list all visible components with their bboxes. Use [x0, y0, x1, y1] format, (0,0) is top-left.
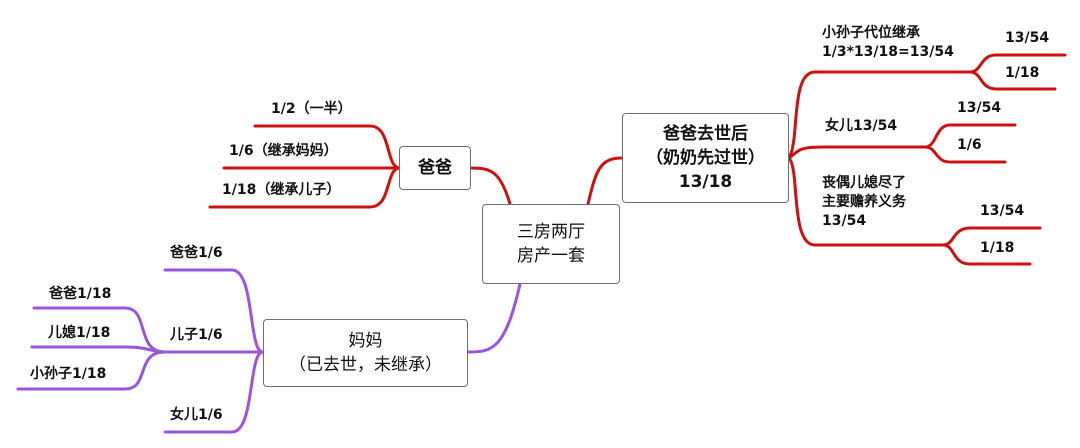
son-leaf-2: 儿媳1/18	[48, 325, 111, 341]
edge-grandson-leaf-2	[968, 70, 1057, 91]
edge-mom-father	[163, 268, 265, 354]
after-line-2: （奶奶先过世）	[646, 148, 765, 168]
grandson-label: 小孙子代位继承 1/3*13/18=13/54	[822, 24, 954, 62]
mom-node: 妈妈 （已去世，未继承）	[263, 319, 468, 387]
dad-leaf-2: 1/6（继承妈妈）	[229, 143, 338, 159]
dad-leaf-1: 1/2（一半）	[271, 101, 352, 117]
dil-line-1: 丧偶儿媳尽了	[822, 175, 906, 191]
after-line-3: 13/18	[678, 172, 733, 192]
dil-leaf-2: 1/18	[980, 240, 1015, 256]
grandson-line-1: 小孙子代位继承	[822, 25, 920, 41]
mom-branch-daughter: 女儿1/6	[170, 407, 223, 423]
edge-dad-leaf-3	[208, 166, 402, 209]
after-line-1: 爸爸去世后	[663, 124, 748, 144]
daughter-leaf-2: 1/6	[957, 137, 982, 153]
daughter-label: 女儿13/54	[825, 118, 898, 134]
son-leaf-1: 爸爸1/18	[49, 286, 112, 302]
edge-son-leaf-2	[30, 345, 167, 354]
mom-line-2: （已去世，未继承）	[289, 355, 442, 375]
edge-after-dil	[787, 156, 945, 247]
daughter-leaf-1: 13/54	[957, 100, 1002, 116]
edge-dil-leaf-2	[941, 243, 1032, 266]
dad-leaf-3: 1/18（继承儿子）	[222, 182, 341, 198]
mom-branch-father: 爸爸1/6	[170, 245, 223, 261]
dad-node: 爸爸	[399, 146, 471, 190]
mom-branch-son: 儿子1/6	[170, 327, 223, 343]
grandson-line-2: 1/3*13/18=13/54	[822, 44, 954, 60]
edge-daughter-leaf-2	[923, 145, 1007, 164]
center-line-2: 房产一套	[517, 246, 585, 266]
edge-center-mom	[466, 282, 522, 354]
dad-title: 爸爸	[418, 158, 452, 178]
edge-center-after	[586, 156, 624, 206]
edge-son-leaf-3	[16, 350, 167, 391]
edge-after-grandson	[787, 70, 972, 160]
center-node: 三房两厅 房产一套	[482, 204, 620, 284]
edge-center-dad	[469, 166, 512, 206]
mom-line-1: 妈妈	[348, 331, 383, 351]
dil-line-3: 13/54	[822, 213, 867, 229]
center-line-1: 三房两厅	[517, 222, 585, 242]
dil-label: 丧偶儿媳尽了 主要赡养义务 13/54	[822, 174, 906, 231]
edge-after-daughter	[787, 145, 927, 160]
dil-line-2: 主要赡养义务	[822, 194, 906, 210]
son-leaf-3: 小孙子1/18	[30, 366, 107, 382]
edge-mom-daughter	[163, 350, 265, 434]
grandson-leaf-2: 1/18	[1005, 65, 1040, 81]
after-node: 爸爸去世后 （奶奶先过世） 13/18	[622, 113, 789, 203]
dil-leaf-1: 13/54	[980, 203, 1025, 219]
grandson-leaf-1: 13/54	[1005, 30, 1050, 46]
